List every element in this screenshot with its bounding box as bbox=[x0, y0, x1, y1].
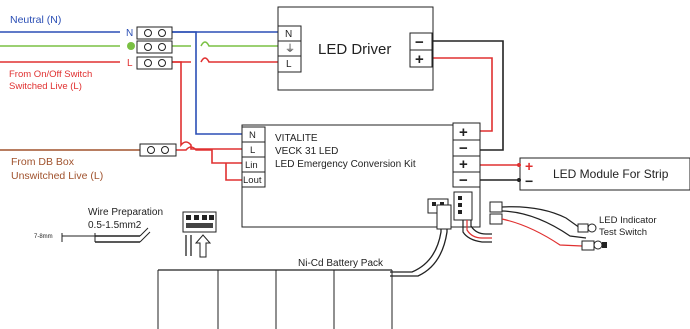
mains-terminal-block bbox=[136, 26, 173, 70]
led-driver-title: LED Driver bbox=[318, 41, 391, 58]
driver-positive-wire bbox=[432, 57, 493, 132]
indicator-wire-lower bbox=[501, 218, 583, 247]
kit-output-terminals bbox=[452, 122, 481, 188]
driver-terminal-l: L bbox=[286, 59, 292, 70]
switched-live-label-line1: From On/Off Switch bbox=[9, 69, 92, 80]
kit-brand: VITALITE bbox=[275, 133, 318, 144]
indicator-lead-1 bbox=[462, 220, 492, 243]
kit-terminal-lin: Lin bbox=[245, 160, 258, 171]
earth-terminal-icon bbox=[127, 42, 135, 50]
indicator-plug-top bbox=[489, 201, 503, 213]
led-module-label: LED Module For Strip bbox=[553, 167, 669, 181]
push-connector-illustration bbox=[182, 211, 217, 258]
battery-lead-black bbox=[390, 213, 442, 273]
unswitched-live-to-kit-wire bbox=[176, 146, 242, 164]
driver-terminal-earth: ⏚ bbox=[285, 43, 295, 55]
indicator-label-line2: Test Switch bbox=[599, 227, 647, 238]
neutral-to-kit-wire bbox=[172, 31, 242, 135]
db-terminal-block bbox=[139, 143, 177, 157]
unswitched-live-label-line1: From DB Box bbox=[11, 156, 75, 168]
kit-output-minus: − bbox=[459, 172, 468, 189]
driver-terminal-n: N bbox=[285, 29, 292, 40]
earth-to-driver-wire bbox=[172, 41, 278, 47]
module-minus-sign: − bbox=[525, 173, 533, 189]
indicator-wire-upper bbox=[501, 206, 581, 229]
kit-description: LED Emergency Conversion Kit bbox=[275, 159, 416, 170]
kit-input-plus: + bbox=[459, 124, 468, 141]
battery-pack bbox=[157, 269, 393, 329]
kit-terminal-l: L bbox=[250, 145, 255, 156]
unswitched-live-label-line2: Unswitched Live (L) bbox=[11, 170, 103, 182]
terminal-letter-n: N bbox=[126, 28, 133, 39]
indicator-wire-mid bbox=[501, 210, 587, 239]
test-switch-icon bbox=[581, 240, 607, 251]
switched-live-to-kit-wire bbox=[172, 61, 242, 150]
indicator-plug-bottom bbox=[489, 213, 503, 225]
kit-model: VECK 31 LED bbox=[275, 146, 338, 157]
stripped-wire-illustration bbox=[61, 227, 151, 243]
driver-negative-wire bbox=[432, 40, 504, 151]
indicator-label-line1: LED Indicator bbox=[599, 215, 657, 226]
switched-live-label-line2: Switched Live (L) bbox=[9, 81, 82, 92]
indicator-lead-3 bbox=[470, 220, 492, 235]
battery-lead-red bbox=[390, 213, 448, 277]
module-plus-sign: + bbox=[525, 158, 533, 174]
kit-terminal-n: N bbox=[249, 130, 256, 141]
led-indicator-icon bbox=[577, 223, 597, 233]
kit-input-minus: − bbox=[459, 140, 468, 157]
battery-pack-label: Ni-Cd Battery Pack bbox=[298, 258, 384, 269]
driver-minus-sign: − bbox=[415, 34, 424, 51]
driver-plus-sign: + bbox=[415, 51, 424, 68]
switched-live-to-driver-wire bbox=[172, 57, 278, 63]
indicator-connector-socket bbox=[453, 191, 473, 221]
kit-output-plus: + bbox=[459, 156, 468, 173]
lout-link-wire bbox=[225, 163, 242, 181]
indicator-lead-2 bbox=[466, 220, 492, 239]
led-module-box bbox=[519, 157, 690, 191]
battery-plug bbox=[436, 204, 452, 230]
strip-length-label: 7-8mm bbox=[34, 234, 53, 240]
wire-prep-size: 0.5-1.5mm2 bbox=[88, 220, 142, 231]
terminal-letter-l: L bbox=[127, 58, 133, 69]
neutral-label: Neutral (N) bbox=[10, 14, 61, 26]
wire-prep-title: Wire Preparation bbox=[88, 207, 163, 218]
driver-input-terminals bbox=[277, 25, 302, 73]
kit-terminal-lout: Lout bbox=[243, 175, 262, 186]
